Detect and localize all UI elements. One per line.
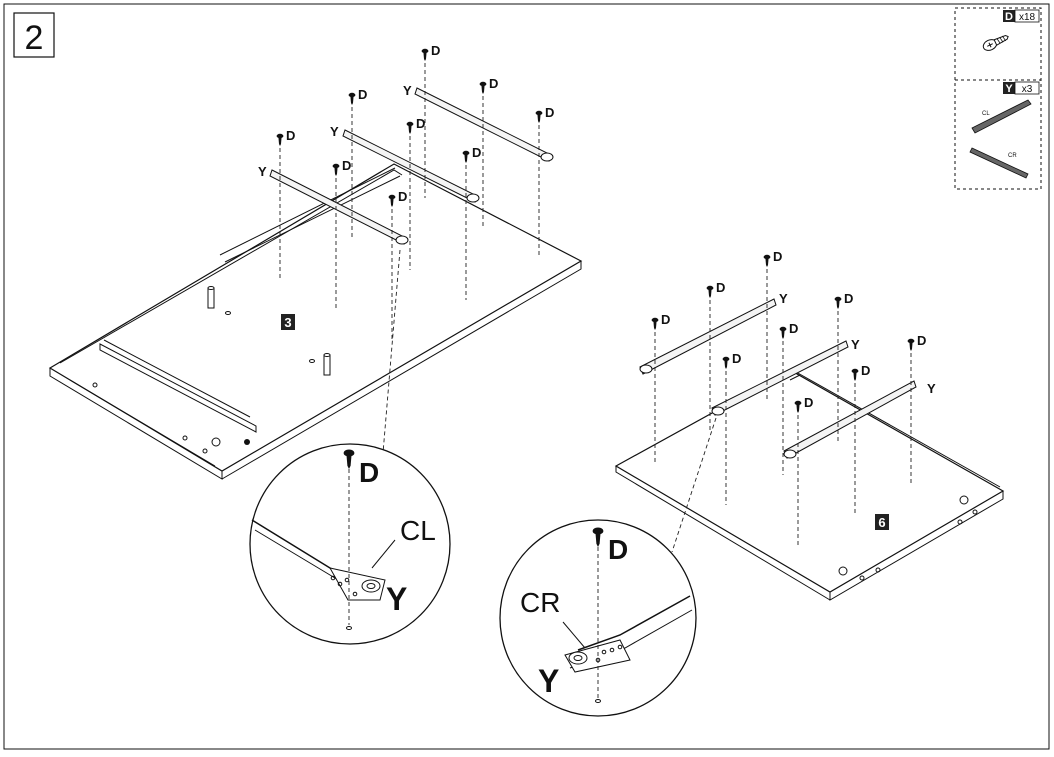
zoom-left-side-label: CL xyxy=(400,515,436,546)
rail-badge-letter: Y xyxy=(1005,83,1013,95)
rail-label: Y xyxy=(927,381,936,396)
screw-badge-letter: D xyxy=(1005,11,1013,23)
rail-label: Y xyxy=(258,164,267,179)
screw-label: D xyxy=(917,333,926,348)
step-number: 2 xyxy=(25,19,44,57)
step-number-box: 2 xyxy=(13,12,55,58)
screw-label: D xyxy=(545,105,554,120)
rail-qty: x3 xyxy=(1022,84,1033,95)
screw-label: D xyxy=(773,249,782,264)
left-zoom-circle xyxy=(249,443,451,645)
rail-label: Y xyxy=(779,291,788,306)
screw-icon xyxy=(982,35,1009,51)
parts-box: D x18 Y x3 CL CR xyxy=(954,7,1042,190)
right-panel-badge xyxy=(875,514,889,530)
screw-label: D xyxy=(416,116,425,131)
screw-label: D xyxy=(342,158,351,173)
left-zoom-leader xyxy=(382,249,401,454)
screw-label: D xyxy=(489,76,498,91)
right-rails xyxy=(639,298,917,459)
right-zoom-leader xyxy=(671,417,717,553)
zoom-right-screw-label: D xyxy=(608,534,628,565)
left-screw-labels: D D D D D D D D D Y Y Y xyxy=(258,43,554,204)
left-panel-number: 3 xyxy=(284,315,291,330)
right-screws xyxy=(651,254,915,548)
screw-label: D xyxy=(789,321,798,336)
screw-label: D xyxy=(358,87,367,102)
zoom-right-side-label: CR xyxy=(520,587,560,618)
screw-label: D xyxy=(431,43,440,58)
screw-label: D xyxy=(661,312,670,327)
screw-badge xyxy=(1003,10,1015,22)
right-panel-number: 6 xyxy=(878,515,885,530)
right-zoom-circle xyxy=(499,519,697,717)
drawer-rail-icon xyxy=(969,99,1032,179)
screw-qty: x18 xyxy=(1019,12,1036,23)
screw-label: D xyxy=(472,145,481,160)
rail-badge xyxy=(1003,82,1015,94)
screw-label: D xyxy=(398,189,407,204)
right-rail-1 xyxy=(639,298,777,375)
zoom-left-rail-label: Y xyxy=(386,581,407,617)
screw-label: D xyxy=(844,291,853,306)
rail-label: Y xyxy=(330,124,339,139)
zoom-left-screw-label: D xyxy=(359,457,379,488)
zoom-right-rail-label: Y xyxy=(538,663,559,699)
left-panel-badge xyxy=(281,314,295,330)
left-screws xyxy=(276,48,543,340)
left-board xyxy=(48,163,583,480)
rail-left-label: CL xyxy=(982,111,990,117)
screw-label: D xyxy=(716,280,725,295)
screw-label: D xyxy=(732,351,741,366)
screw-label: D xyxy=(286,128,295,143)
rail-label: Y xyxy=(851,337,860,352)
screw-label: D xyxy=(804,395,813,410)
page-frame xyxy=(3,3,1050,750)
rail-label: Y xyxy=(403,83,412,98)
screw-label: D xyxy=(861,363,870,378)
right-screw-labels: D D D D D D D D D Y Y Y xyxy=(661,249,936,410)
rail-right-label: CR xyxy=(1008,153,1017,159)
